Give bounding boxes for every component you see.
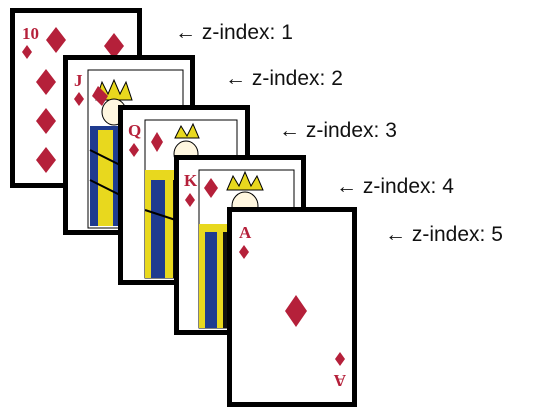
- robe-stripe-icon: [151, 180, 165, 278]
- diamond-icon: [185, 193, 195, 207]
- z-index-label-5: ← z-index: 5: [385, 224, 503, 245]
- center-diamond-icon: [285, 295, 307, 327]
- diamond-icon: [239, 245, 249, 259]
- left-arrow-icon: ←: [336, 175, 357, 198]
- left-arrow-icon: ←: [225, 67, 246, 90]
- label-text: z-index: 5: [412, 223, 503, 246]
- diamond-icon: [22, 45, 32, 59]
- card-rank-ace: A: [239, 223, 252, 242]
- z-index-label-1: ← z-index: 1: [175, 22, 293, 43]
- card-ace-of-diamonds: A A: [227, 207, 357, 407]
- card-rank-ace-inverted: A: [333, 371, 346, 390]
- card-rank-king: K: [184, 171, 198, 190]
- diamond-pip-icon: [36, 147, 56, 173]
- diamond-pip-icon: [46, 27, 66, 53]
- z-index-label-4: ← z-index: 4: [336, 176, 454, 197]
- left-arrow-icon: ←: [175, 21, 196, 44]
- diamond-pip-icon: [36, 69, 56, 95]
- label-text: z-index: 1: [202, 21, 293, 44]
- card-rank-queen: Q: [128, 121, 141, 140]
- diamond-icon: [335, 352, 345, 366]
- diamond-pip-icon: [36, 108, 56, 134]
- label-text: z-index: 4: [363, 175, 454, 198]
- card-rank-jack: J: [74, 71, 83, 90]
- diamond-icon: [74, 92, 84, 106]
- diamond-icon: [129, 143, 139, 157]
- robe-stripe-icon: [205, 232, 217, 328]
- z-index-label-3: ← z-index: 3: [279, 120, 397, 141]
- label-text: z-index: 3: [306, 119, 397, 142]
- card-rank-ten: 10: [22, 24, 39, 43]
- ace-of-diamonds-face: A A: [232, 212, 352, 402]
- left-arrow-icon: ←: [385, 223, 406, 246]
- robe-stripe-icon: [98, 130, 113, 226]
- label-text: z-index: 2: [252, 67, 343, 90]
- left-arrow-icon: ←: [279, 119, 300, 142]
- z-index-label-2: ← z-index: 2: [225, 68, 343, 89]
